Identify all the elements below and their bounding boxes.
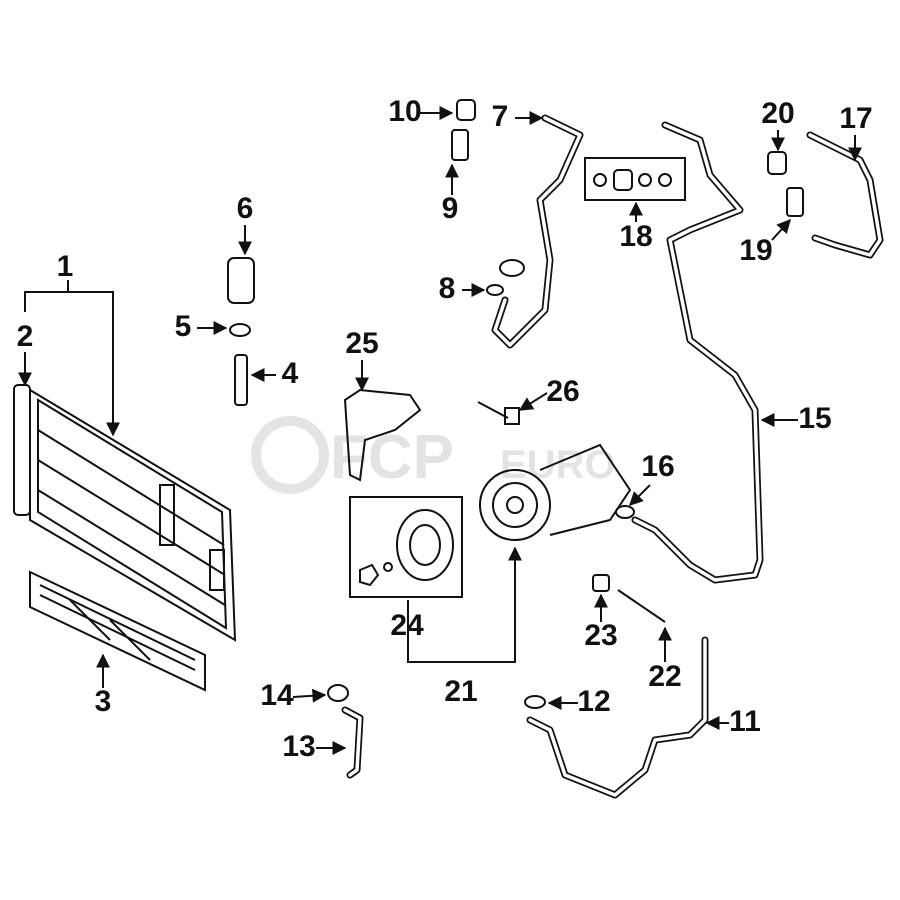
callout-25: 25 <box>345 327 378 360</box>
pressure-valve <box>234 354 248 406</box>
ac-compressor <box>479 443 632 541</box>
callout-15: 15 <box>798 402 831 435</box>
svg-text:EURO: EURO <box>500 443 616 487</box>
callout-9: 9 <box>442 192 459 225</box>
o-ring-12 <box>524 695 546 709</box>
callout-17: 17 <box>839 102 872 135</box>
suction-hose-7 <box>491 114 584 349</box>
valve-core-19 <box>786 187 804 217</box>
o-ring-5 <box>229 323 251 337</box>
liquid-line-15 <box>631 121 764 584</box>
bushing-23 <box>592 574 610 592</box>
svg-text:FCP: FCP <box>330 423 454 492</box>
hose-17 <box>806 131 884 259</box>
callout-1: 1 <box>57 250 74 283</box>
discharge-hose-11 <box>526 636 709 799</box>
callout-10: 10 <box>388 95 421 128</box>
callout-13: 13 <box>282 730 315 763</box>
hose-13 <box>341 706 364 779</box>
bolt-22 <box>617 589 666 623</box>
callout-14: 14 <box>260 679 294 712</box>
callout-12: 12 <box>577 685 610 718</box>
bracket-25 <box>343 388 422 482</box>
clutch-kit <box>349 496 463 598</box>
callout-3: 3 <box>95 685 112 718</box>
o-ring-kit <box>584 157 686 201</box>
callout-19: 19 <box>739 234 772 267</box>
o-ring-8 <box>486 259 525 296</box>
condenser-shield <box>29 570 206 692</box>
watermark-logo: FCP EURO <box>251 416 616 494</box>
callout-2: 2 <box>17 320 34 353</box>
o-ring-14 <box>327 684 349 702</box>
bolt-26 <box>477 401 520 425</box>
callout-21: 21 <box>444 675 477 708</box>
callout-22: 22 <box>648 660 681 693</box>
callout-23: 23 <box>584 619 617 652</box>
valve-cap-10 <box>456 99 476 121</box>
callout-26: 26 <box>546 375 579 408</box>
callout-18: 18 <box>619 220 652 253</box>
callout-4: 4 <box>282 357 299 390</box>
callout-24: 24 <box>390 609 424 642</box>
valve-core-9 <box>451 129 469 161</box>
callout-16: 16 <box>641 450 674 483</box>
callout-11: 11 <box>729 705 761 738</box>
callout-6: 6 <box>237 192 254 225</box>
leader-lines <box>18 106 862 755</box>
valve-cap-20 <box>767 151 787 175</box>
callout-7: 7 <box>492 100 509 133</box>
callout-5: 5 <box>175 310 192 343</box>
leader-21 <box>407 546 522 663</box>
condenser <box>29 388 237 642</box>
receiver-drier <box>13 384 31 516</box>
pressure-switch <box>227 257 255 304</box>
callout-20: 20 <box>761 97 794 130</box>
callout-8: 8 <box>439 272 456 305</box>
